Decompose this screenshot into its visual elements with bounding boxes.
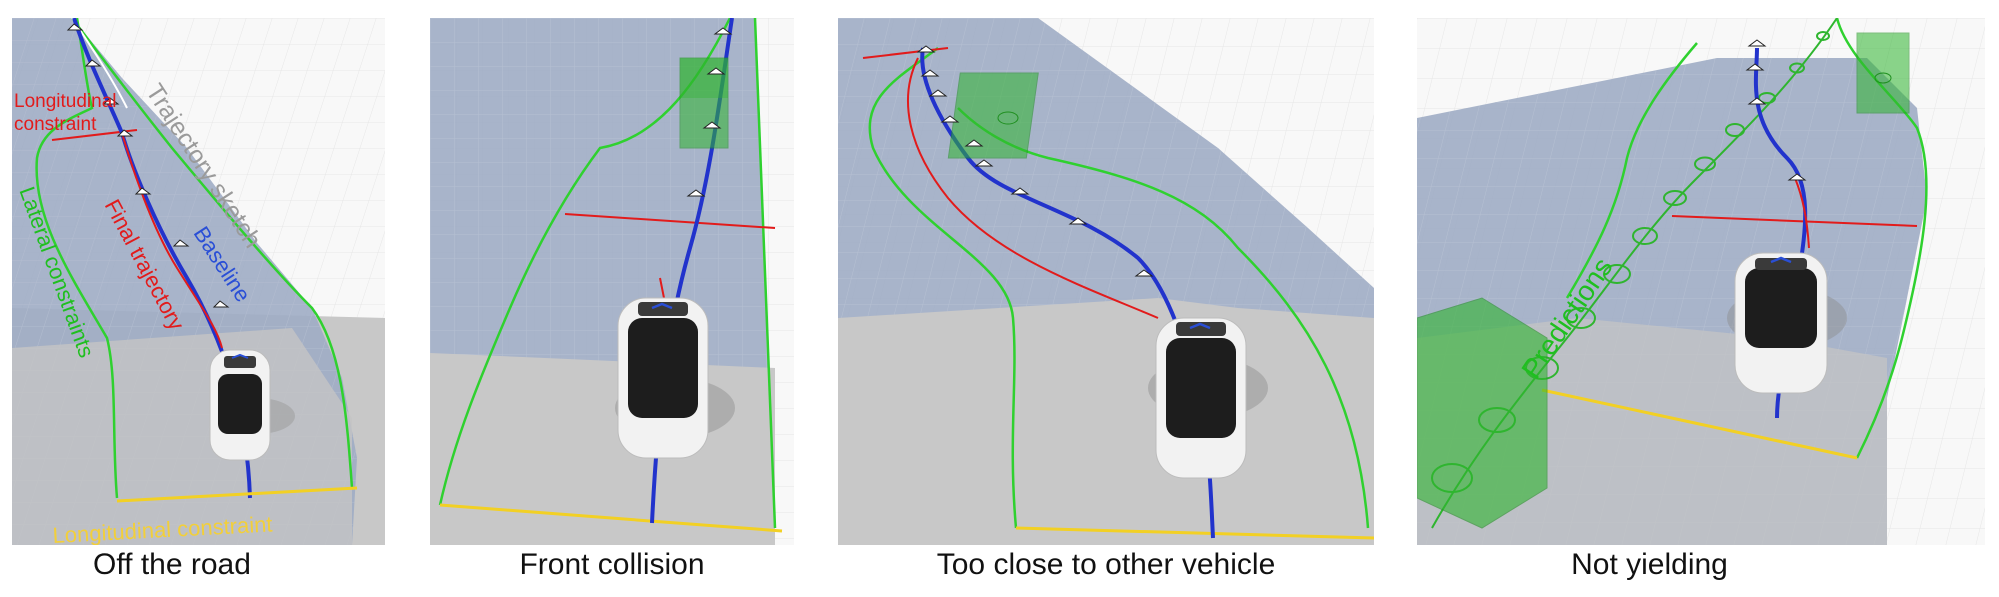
lateral-constraint-left: [438, 18, 732, 506]
label-longitudinal-constraint-top: Longitudinal constraint: [14, 91, 117, 135]
longitudinal-constraint-red: [1671, 215, 1918, 227]
longitudinal-constraint-yellow: [1015, 526, 1374, 540]
ego-vehicle: [1727, 252, 1847, 394]
panel-not-yielding: Predictions: [1417, 18, 1985, 545]
final-trajectory-line: [1794, 177, 1810, 249]
scene-not-yielding: [1417, 18, 1985, 545]
longitudinal-constraint-yellow: [439, 503, 783, 533]
ego-vehicle: [615, 297, 735, 459]
lateral-constraint-right: [71, 18, 354, 489]
final-trajectory-line: [907, 57, 1159, 319]
longitudinal-constraint-red: [862, 47, 949, 59]
obstacle-vehicle: [947, 72, 1039, 159]
scene-front-collision: [430, 18, 794, 545]
caption-too-close: Too close to other vehicle: [936, 548, 1276, 581]
longitudinal-constraint-yellow: [1541, 388, 1858, 460]
trajectory-markers: [916, 45, 1154, 277]
obstacle-vehicle-left: [1417, 297, 1548, 529]
panel-off-the-road: Longitudinal constraint Trajectory sketc…: [12, 18, 385, 545]
caption-front-collision: Front collision: [519, 548, 705, 581]
ego-vehicle: [209, 349, 295, 461]
ground-area: [838, 298, 1374, 545]
lateral-constraint-left: [1565, 42, 1698, 299]
caption-not-yielding: Not yielding: [1571, 548, 1728, 581]
panel-too-close: [838, 18, 1374, 545]
longitudinal-constraint-red: [564, 213, 776, 229]
longitudinal-constraint-yellow: [116, 486, 358, 503]
panel-front-collision: [430, 18, 794, 545]
trajectory-markers: [66, 23, 230, 308]
ego-vehicle: [1148, 317, 1268, 479]
lateral-constraint-right: [753, 18, 777, 529]
final-trajectory-line: [121, 132, 223, 349]
lateral-constraint-left: [868, 46, 1018, 529]
obstacle-vehicle-right: [1856, 32, 1910, 114]
trajectory-markers: [1745, 39, 1807, 181]
ground-under-road: [12, 328, 352, 545]
lateral-constraint-left: [35, 18, 119, 499]
scene-off-the-road: [12, 18, 385, 545]
trajectory-markers: [686, 27, 733, 197]
scene-too-close: [838, 18, 1374, 545]
caption-off-the-road: Off the road: [93, 548, 251, 581]
